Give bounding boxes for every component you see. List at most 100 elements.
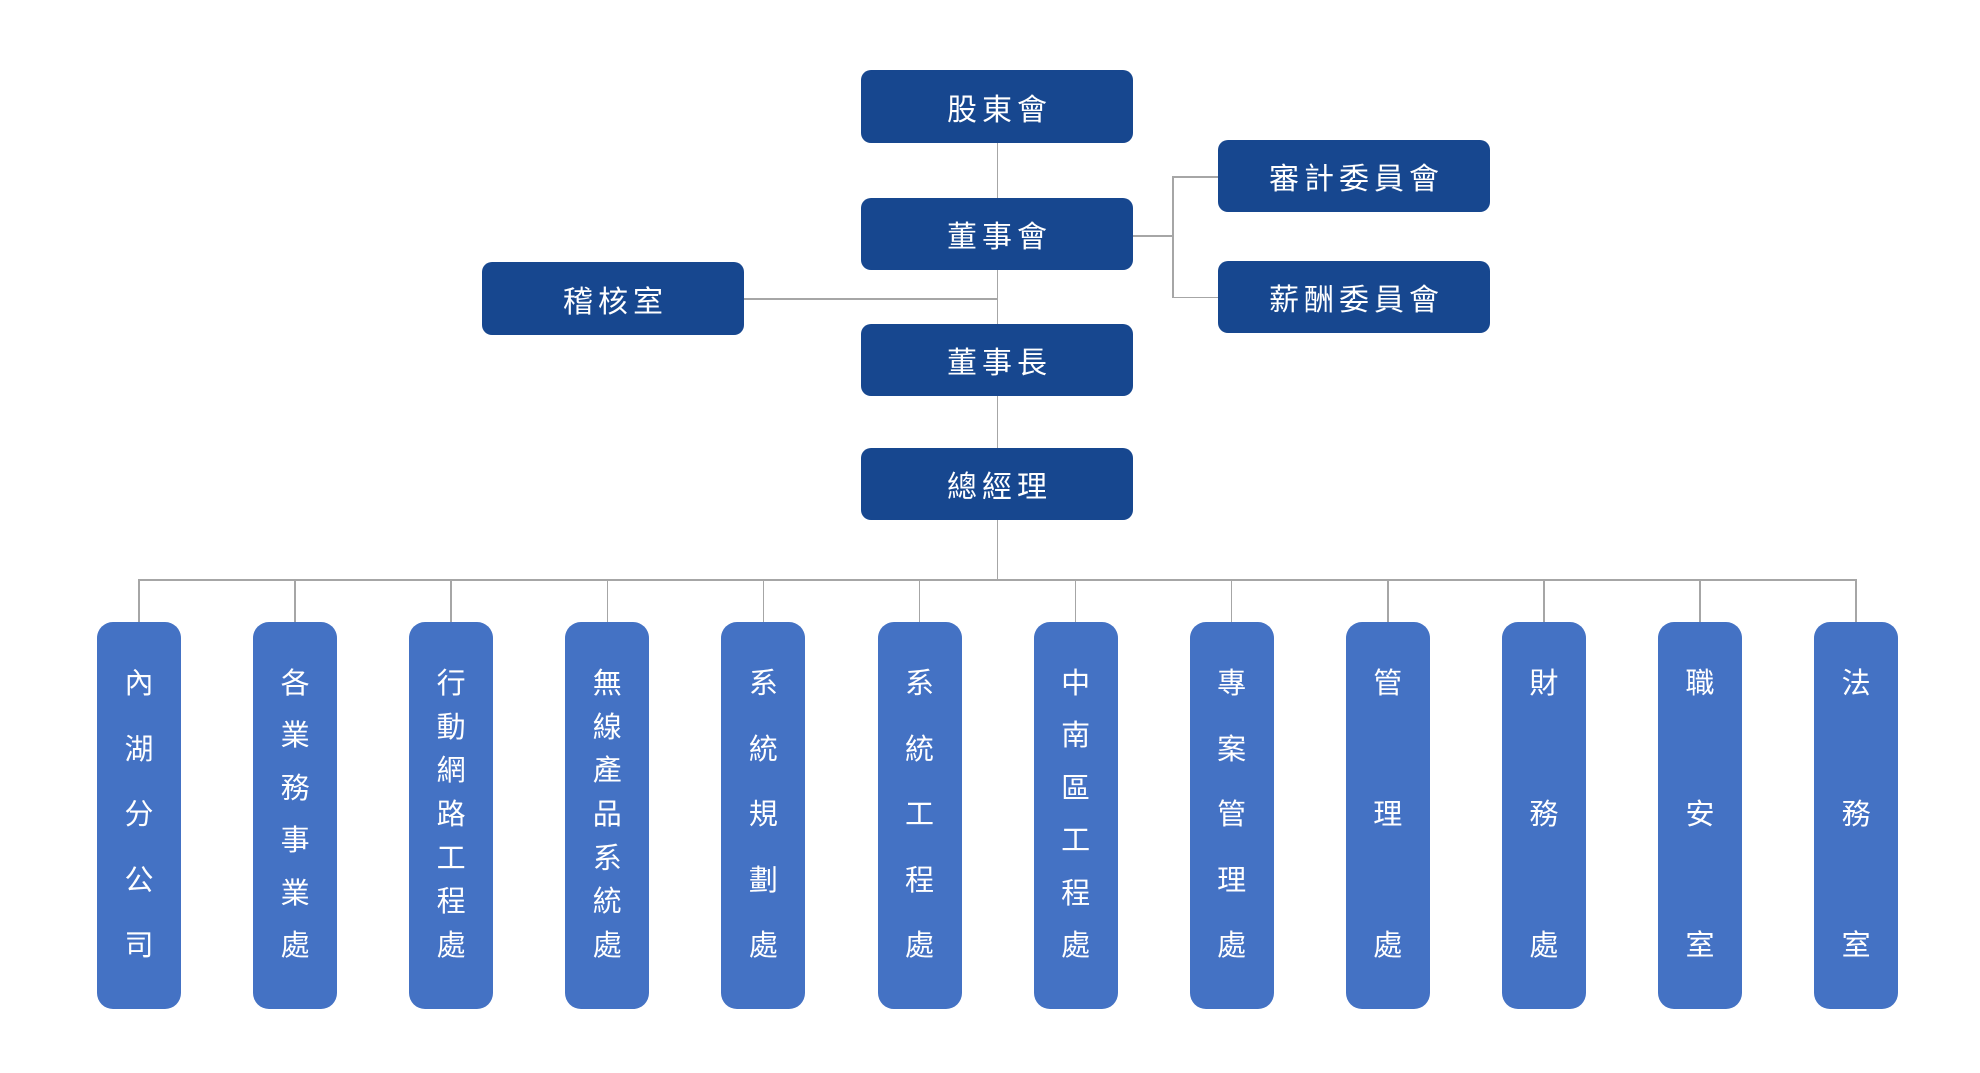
connector-department-8 [1230, 579, 1233, 623]
department-label-char: 無 [592, 668, 622, 700]
department-label-char: 系 [592, 842, 622, 875]
department-label-char: 公 [124, 864, 154, 897]
node-department-8: 專案管理處 [1189, 622, 1274, 1009]
node-general-manager: 總經理 [861, 448, 1133, 520]
department-label-char: 事 [280, 825, 310, 858]
node-audit-office-label: 稽核室 [563, 285, 668, 319]
department-label-char: 處 [1217, 930, 1247, 962]
node-general-manager-label: 總經理 [947, 471, 1052, 504]
department-label-char: 統 [592, 886, 622, 919]
department-label-char: 業 [280, 720, 310, 753]
node-department-6: 系統工程處 [877, 622, 962, 1009]
department-label-char: 法 [1841, 668, 1871, 700]
department-label-char: 工 [436, 842, 466, 875]
node-department-9: 管理處 [1345, 622, 1430, 1009]
department-label-char: 湖 [124, 733, 154, 766]
connector-department-9 [1387, 579, 1389, 623]
node-shareholders-meeting-label: 股東會 [947, 93, 1052, 127]
department-label-char: 職 [1685, 668, 1715, 700]
department-label-char: 分 [124, 799, 154, 831]
department-label-char: 務 [1841, 799, 1871, 831]
node-chairman-label: 董事長 [947, 347, 1052, 380]
department-label-char: 各 [280, 668, 310, 700]
connector-department-10 [1543, 579, 1545, 623]
node-board-of-directors: 董事會 [861, 198, 1133, 270]
node-audit-committee-label: 審計委員會 [1269, 163, 1444, 196]
department-label-char: 案 [1217, 733, 1247, 766]
department-label-char: 處 [1061, 929, 1091, 962]
department-label-char: 行 [436, 668, 466, 700]
connector-department-5 [762, 579, 765, 623]
node-compensation-committee: 薪酬委員會 [1218, 261, 1490, 333]
department-label-char: 業 [280, 877, 310, 910]
node-department-7: 中南區工程處 [1033, 622, 1118, 1009]
department-label-char: 務 [280, 772, 310, 805]
department-label-char: 系 [904, 668, 934, 700]
department-label-char: 動 [436, 711, 466, 744]
department-label-char: 處 [1529, 930, 1559, 962]
connector-department-11 [1699, 579, 1701, 623]
node-compensation-committee-label: 薪酬委員會 [1269, 284, 1444, 317]
department-label-char: 程 [1061, 877, 1091, 910]
connector-department-6 [918, 579, 921, 623]
node-audit-office: 稽核室 [482, 262, 744, 335]
department-label-char: 系 [748, 668, 778, 700]
department-label-char: 處 [280, 929, 310, 962]
department-label-char: 專 [1217, 668, 1247, 700]
department-label-char: 室 [1841, 930, 1871, 962]
department-label-char: 管 [1217, 799, 1247, 831]
node-board-of-directors-label: 董事會 [947, 221, 1052, 254]
department-label-char: 路 [436, 798, 466, 831]
connector-department-7 [1074, 579, 1077, 623]
department-label-char: 處 [904, 930, 934, 962]
department-label-char: 工 [1061, 825, 1091, 858]
node-audit-committee: 審計委員會 [1218, 140, 1490, 212]
department-label-char: 統 [748, 733, 778, 766]
department-label-char: 處 [592, 929, 622, 962]
department-label-char: 工 [904, 799, 934, 831]
department-label-char: 務 [1529, 799, 1559, 831]
department-label-char: 室 [1685, 930, 1715, 962]
node-department-3: 行動網路工程處 [409, 622, 494, 1009]
department-label-char: 處 [436, 929, 466, 962]
connector-chairman-president [996, 396, 998, 448]
department-label-char: 中 [1061, 668, 1091, 700]
connector-department-rail [139, 579, 1856, 581]
node-department-10: 財務處 [1501, 622, 1586, 1009]
department-label-char: 規 [748, 799, 778, 831]
connector-branch-vertical [1172, 176, 1174, 298]
department-label-char: 處 [1373, 930, 1403, 962]
node-chairman: 董事長 [861, 324, 1133, 396]
department-label-char: 司 [124, 930, 154, 962]
department-label-char: 區 [1061, 772, 1091, 805]
department-label-char: 處 [748, 930, 778, 962]
department-label-char: 理 [1373, 799, 1403, 831]
connector-department-2 [294, 579, 296, 623]
connector-board-chairman [996, 270, 998, 324]
node-department-12: 法務室 [1814, 622, 1899, 1009]
department-label-char: 財 [1529, 668, 1559, 700]
connector-compensation-committee [1172, 296, 1218, 298]
connector-department-4 [606, 579, 609, 623]
department-label-char: 線 [592, 711, 622, 744]
node-department-11: 職安室 [1658, 622, 1742, 1009]
department-label-char: 品 [592, 798, 622, 831]
connector-president-rail [996, 520, 998, 579]
department-label-char: 統 [904, 733, 934, 766]
node-department-4: 無線產品系統處 [565, 622, 650, 1009]
connector-audit-office [744, 298, 997, 300]
node-shareholders-meeting: 股東會 [861, 70, 1133, 143]
department-label-char: 南 [1061, 720, 1091, 753]
connector-audit-committee [1172, 176, 1218, 178]
department-label-char: 網 [436, 755, 466, 788]
connector-shareholders-board [996, 143, 998, 198]
department-label-char: 內 [124, 668, 154, 700]
department-label-char: 安 [1685, 799, 1715, 831]
department-label-char: 程 [904, 864, 934, 897]
department-label-char: 管 [1373, 668, 1403, 700]
connector-department-12 [1855, 579, 1857, 623]
connector-board-branch [1133, 235, 1173, 237]
node-department-5: 系統規劃處 [721, 622, 806, 1009]
department-label-char: 劃 [748, 864, 778, 897]
